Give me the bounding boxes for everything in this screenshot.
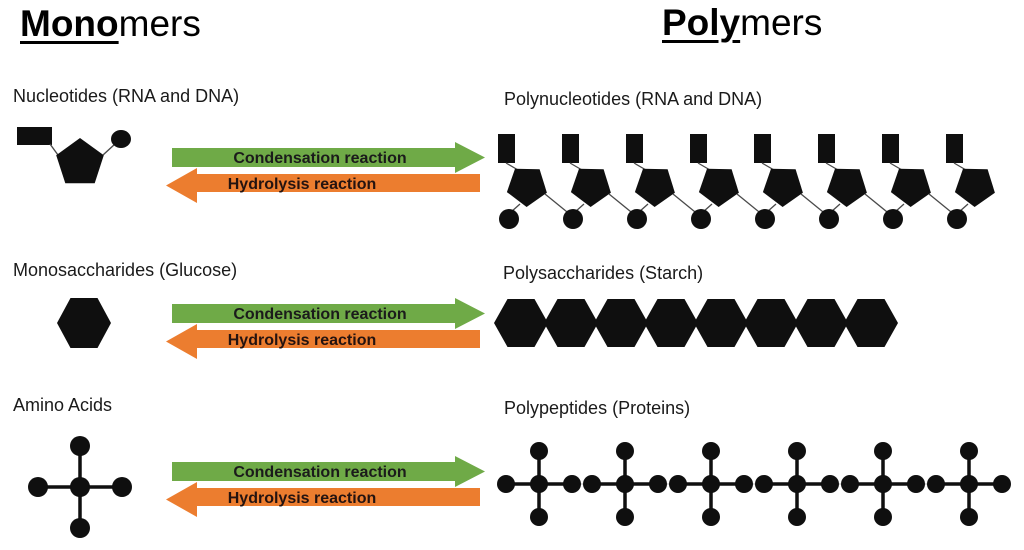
hydrolysis-arrow: [166, 324, 480, 359]
polymers-title-bold: Poly: [662, 2, 741, 43]
monomers-title-rest: mers: [118, 3, 201, 44]
amino-acids-label: Amino Acids: [13, 395, 113, 415]
reaction-arrows-row3: Condensation reaction Hydrolysis reactio…: [166, 456, 485, 517]
condensation-label: Condensation reaction: [233, 464, 406, 481]
condensation-label: Condensation reaction: [233, 150, 406, 167]
monomers-title: Monomers: [20, 3, 201, 45]
polypeptide-chain-icon: [497, 442, 1011, 526]
polypeptides-label: Polypeptides (Proteins): [504, 398, 691, 418]
monosaccharide-hexagon-icon: [57, 298, 111, 348]
amino-acid-monomer-icon: [28, 436, 132, 538]
hydrolysis-label: Hydrolysis reaction: [228, 490, 377, 507]
polysaccharide-chain-icon: [494, 299, 898, 347]
condensation-arrow: [172, 298, 485, 329]
polymers-title-rest: mers: [740, 2, 823, 43]
polynucleotide-chain-icon: [498, 134, 995, 229]
hydrolysis-arrow: [166, 168, 480, 203]
reaction-arrows-row1: Condensation reaction Hydrolysis reactio…: [166, 142, 485, 203]
polynucleotides-label: Polynucleotides (RNA and DNA): [504, 89, 763, 109]
monomers-title-bold: Mono: [20, 3, 119, 44]
condensation-arrow: [172, 142, 485, 173]
condensation-label: Condensation reaction: [233, 306, 406, 323]
hydrolysis-label: Hydrolysis reaction: [228, 332, 377, 349]
monosaccharides-label: Monosaccharides (Glucose): [13, 260, 238, 280]
hydrolysis-label: Hydrolysis reaction: [228, 176, 377, 193]
nucleotide-monomer-icon: [17, 127, 131, 184]
hydrolysis-arrow: [166, 482, 480, 517]
polymers-title: Polymers: [662, 2, 823, 44]
reaction-arrows-row2: Condensation reaction Hydrolysis reactio…: [166, 298, 485, 359]
nucleotides-label: Nucleotides (RNA and DNA): [13, 86, 240, 106]
condensation-arrow: [172, 456, 485, 487]
polysaccharides-label: Polysaccharides (Starch): [503, 263, 704, 283]
